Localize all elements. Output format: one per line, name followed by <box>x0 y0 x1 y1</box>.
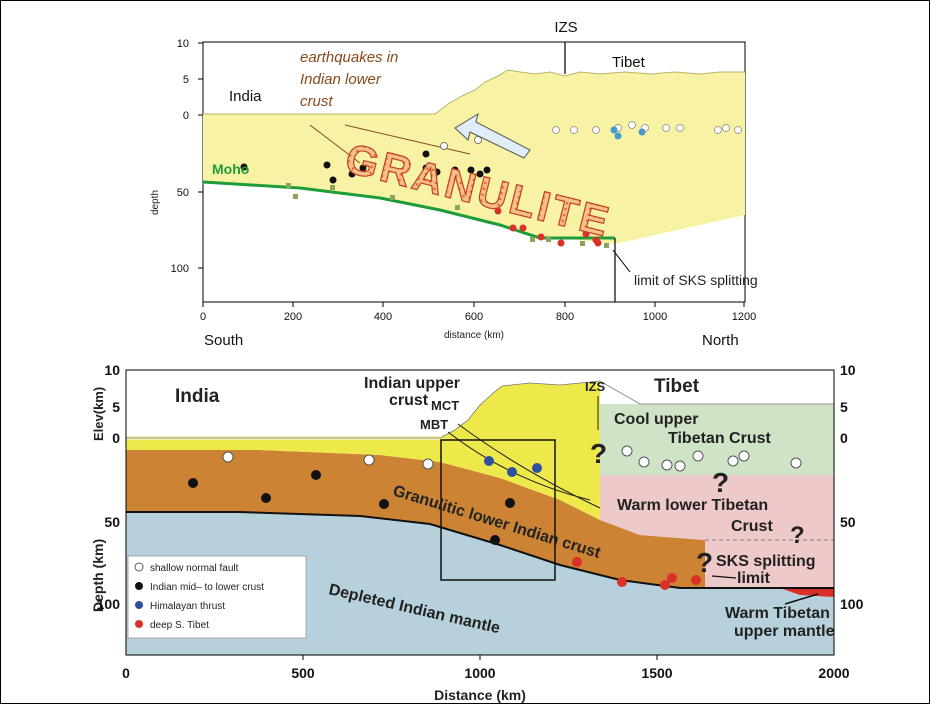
legend-swatch <box>135 601 143 609</box>
legend: shallow normal fault Indian mid– to lowe… <box>127 555 307 639</box>
top-xtick: 400 <box>374 311 392 323</box>
left-ytick: 5 <box>112 399 120 415</box>
top-xtick: 1200 <box>732 311 756 323</box>
elev-axis-label: Elev(km) <box>91 387 106 441</box>
right-ytick: 0 <box>840 430 848 446</box>
left-ytick: 10 <box>104 362 120 378</box>
indian-upper-crust-line1: Indian upper <box>364 375 460 392</box>
mct-thrust-line <box>457 423 601 509</box>
moho-label: Moho <box>212 161 249 177</box>
warm-tibetan-crust-region <box>600 475 834 588</box>
top-xtick: 1000 <box>643 311 667 323</box>
sks-split-line2: limit <box>737 570 771 587</box>
warm-mantle-line2: upper mantle <box>734 623 835 640</box>
bottom-xtick: 0 <box>122 665 130 681</box>
eq-label-line1: earthquakes in <box>300 49 398 66</box>
bottom-points <box>188 445 802 590</box>
legend-label: deep S. Tibet <box>150 620 209 631</box>
top-xtick: 200 <box>284 311 302 323</box>
north-label: North <box>702 332 739 349</box>
left-ytick: 0 <box>112 430 120 446</box>
bottom-xtick: 1000 <box>464 665 495 681</box>
bottom-xlabel: Distance (km) <box>434 687 526 703</box>
top-ylabel: depth <box>150 190 161 215</box>
top-x-ticks: 0 200 400 600 800 1000 1200 <box>200 302 756 323</box>
legend-swatch <box>134 562 144 572</box>
bottom-x-ticks: 0 500 1000 1500 2000 <box>122 655 850 681</box>
granulitic-crust-region <box>126 450 705 588</box>
top-y-ticks: 10 5 0 50 100 <box>171 38 203 275</box>
bottom-izs-label: IZS <box>585 379 606 394</box>
top-ytick: 100 <box>171 263 189 275</box>
bottom-india-label: India <box>175 386 220 407</box>
question-mark: ? <box>712 467 729 498</box>
top-india-label: India <box>229 88 262 105</box>
warm-lower-line1: Warm lower Tibetan <box>617 497 768 514</box>
bottom-xtick: 500 <box>291 665 315 681</box>
top-ytick: 5 <box>183 74 189 86</box>
indian-upper-crust-line2: crust <box>389 392 429 409</box>
mct-label: MCT <box>431 398 459 413</box>
depth-axis-label: Depth (km) <box>90 539 106 612</box>
legend-label: Himalayan thrust <box>150 601 225 612</box>
top-xtick: 800 <box>556 311 574 323</box>
sks-arrow <box>612 249 631 273</box>
bottom-xtick: 1500 <box>641 665 672 681</box>
eq-arrow-2 <box>344 124 471 155</box>
sks-split-line1: SKS splitting <box>716 553 816 570</box>
cool-upper-line1: Cool upper <box>614 411 698 428</box>
bottom-xtick: 2000 <box>818 665 849 681</box>
right-ytick: 10 <box>840 362 856 378</box>
top-ytick: 0 <box>183 110 189 122</box>
bottom-left-ticks: 10 5 0 50 100 <box>97 362 121 612</box>
right-ytick: 5 <box>840 399 848 415</box>
top-izs-label: IZS <box>554 19 577 36</box>
warm-mantle-arrow <box>784 593 819 605</box>
eq-label-line3: crust <box>300 93 333 110</box>
bottom-tibet-label: Tibet <box>654 376 700 397</box>
left-ytick: 50 <box>104 514 120 530</box>
question-mark: ? <box>696 547 713 578</box>
top-ytick: 50 <box>177 187 189 199</box>
warm-mantle-strip <box>780 588 834 597</box>
mbt-label: MBT <box>420 417 448 432</box>
eq-arrow-1 <box>309 124 361 164</box>
top-xlabel: distance (km) <box>444 330 504 341</box>
top-tibet-label: Tibet <box>612 54 646 71</box>
bottom-right-ticks: 10 5 0 50 100 <box>840 362 864 612</box>
south-label: South <box>204 332 243 349</box>
legend-swatch <box>135 582 143 590</box>
bottom-moho-line <box>126 511 834 589</box>
question-mark: ? <box>590 438 607 469</box>
indian-upper-crust-region <box>126 381 600 520</box>
moho-line <box>202 180 615 240</box>
warm-lower-line2: Crust <box>731 518 773 535</box>
question-mark: ? <box>790 522 805 549</box>
bottom-panel: ? ? ? ? India Tibet Indian upper crust M… <box>90 362 864 703</box>
top-ytick: 10 <box>177 38 189 50</box>
cool-upper-line2: Tibetan Crust <box>668 430 772 447</box>
top-points <box>240 121 742 248</box>
legend-label: Indian mid– to lower crust <box>150 582 264 593</box>
top-xtick: 0 <box>200 311 206 323</box>
top-topography-line <box>203 69 745 115</box>
top-xtick: 600 <box>465 311 483 323</box>
right-ytick: 100 <box>840 596 864 612</box>
highlight-box <box>440 439 556 581</box>
left-ytick: 100 <box>97 596 121 612</box>
flow-arrow <box>454 112 531 159</box>
legend-box <box>127 555 307 639</box>
eq-label-line2: Indian lower <box>300 71 382 88</box>
legend-swatch <box>135 620 143 628</box>
top-crust-region <box>203 70 745 244</box>
sks-label: limit of SKS splitting <box>634 272 758 288</box>
top-panel: GRANULITE IZS Tibet India earthquakes in… <box>150 19 758 349</box>
cool-tibetan-crust-region <box>600 404 834 475</box>
right-ytick: 50 <box>840 514 856 530</box>
legend-label: shallow normal fault <box>150 563 239 574</box>
warm-mantle-line1: Warm Tibetan <box>725 605 830 622</box>
bottom-topography-line <box>126 380 834 439</box>
sks-limit-arrow <box>711 575 737 579</box>
